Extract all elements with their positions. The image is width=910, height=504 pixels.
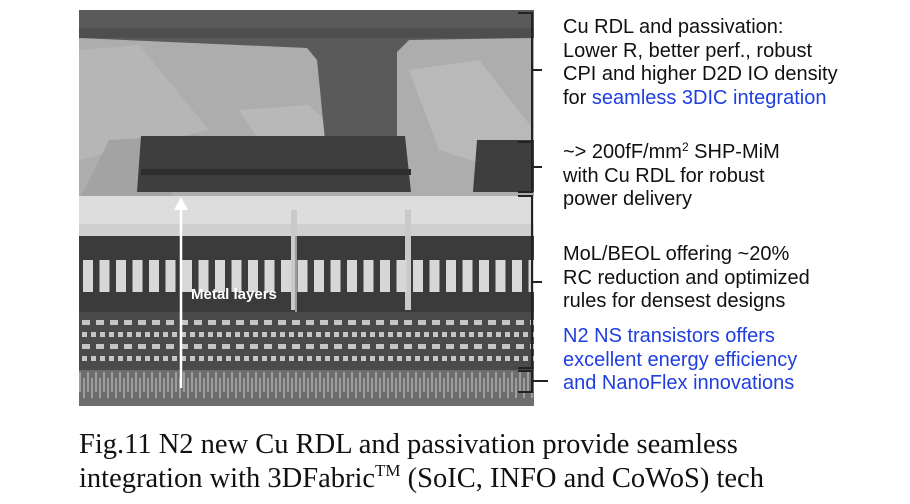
caption-line2: integration with 3DFabricTM (SoIC, INFO … (79, 462, 764, 496)
annotation-rdl-highlight: seamless 3DIC integration (591, 86, 827, 109)
caption-line2-suffix: (SoIC, INFO and CoWoS) tech (400, 463, 764, 494)
annotation-ns-line1: N2 NS transistors offers (563, 325, 775, 347)
annotation-mim-line2: with Cu RDL for robust (563, 164, 765, 187)
caption-trademark: TM (375, 461, 401, 480)
bracket-mim (518, 141, 533, 193)
annotation-beol: MoL/BEOL offering ~20% RC reduction and … (563, 243, 810, 314)
micrograph-drawing (79, 10, 534, 406)
annotation-mim-superscript: 2 (681, 140, 689, 154)
figure-caption: Fig.11 N2 new Cu RDL and passivation pro… (79, 428, 764, 496)
annotation-mim-line1-prefix: ~> 200fF/mm (563, 141, 682, 163)
annotation-mim-line1: ~> 200fF/mm2 SHP-MiM (563, 141, 780, 165)
caption-line2-prefix: integration with 3DFabric (79, 463, 376, 494)
annotation-rdl-line2: Lower R, better perf., robust (563, 39, 813, 62)
annotation-ns: N2 NS transistors offers excellent energ… (563, 325, 797, 396)
metal-layers-label: Metal layers (191, 286, 277, 303)
annotation-rdl-line4: for seamless 3DIC integration (563, 87, 838, 111)
annotation-beol-line2: RC reduction and optimized (563, 266, 810, 289)
annotation-beol-line1: MoL/BEOL offering ~20% (563, 243, 790, 265)
annotation-rdl-line4-prefix: for (563, 86, 592, 109)
annotation-ns-line2: excellent energy efficiency (563, 348, 798, 371)
annotation-beol-line3: rules for densest designs (563, 290, 786, 312)
bracket-beol (518, 195, 533, 369)
cross-section-micrograph: Metal layers (79, 10, 534, 406)
annotation-ns-line3: and NanoFlex innovations (563, 372, 795, 394)
annotation-rdl: Cu RDL and passivation: Lower R, better … (563, 16, 838, 110)
annotation-mim-line1-suffix: SHP-MiM (688, 141, 780, 163)
annotation-mim: ~> 200fF/mm2 SHP-MiM with Cu RDL for rob… (563, 141, 780, 212)
annotation-mim-line3: power delivery (563, 188, 692, 210)
annotation-rdl-line3: CPI and higher D2D IO density (563, 63, 838, 85)
bracket-ns (518, 370, 533, 393)
bracket-rdl (518, 12, 533, 143)
annotation-rdl-line1: Cu RDL and passivation: (563, 16, 784, 38)
caption-line1: Fig.11 N2 new Cu RDL and passivation pro… (79, 429, 738, 460)
